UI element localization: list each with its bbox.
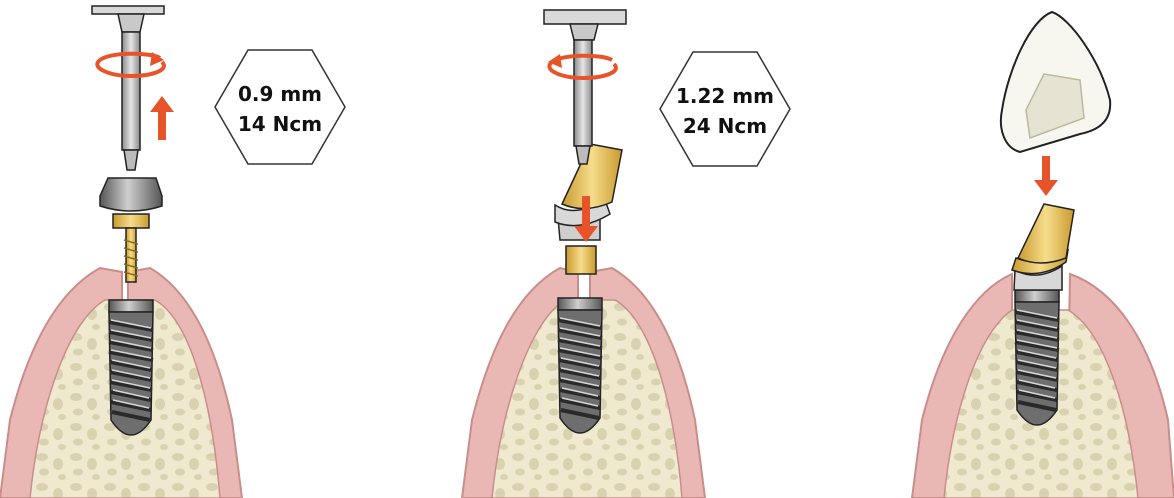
- panel-1: 0.9 mm 14 Ncm: [0, 6, 345, 498]
- hex-2-line-1: 1.22 mm: [676, 84, 774, 108]
- panel-3: [912, 12, 1174, 498]
- hex-2-line-2: 24 Ncm: [683, 114, 767, 138]
- implant-3: [1015, 290, 1059, 425]
- down-arrow-3: [1034, 156, 1058, 196]
- hexagon-2: 1.22 mm 24 Ncm: [660, 52, 790, 166]
- seated-abutment: [1012, 204, 1074, 290]
- hex-1-line-1: 0.9 mm: [238, 82, 322, 106]
- crown: [1001, 12, 1110, 152]
- healing-cap: [100, 178, 162, 211]
- implant-2: [558, 298, 602, 433]
- hexagon-1: 0.9 mm 14 Ncm: [215, 50, 345, 164]
- screwdriver-1: [92, 6, 164, 170]
- screwdriver-2: [544, 10, 626, 164]
- hex-1-line-2: 14 Ncm: [238, 112, 322, 136]
- implant-1: [109, 300, 153, 435]
- up-arrow: [150, 96, 174, 140]
- panel-2: 1.22 mm 24 Ncm: [462, 10, 790, 498]
